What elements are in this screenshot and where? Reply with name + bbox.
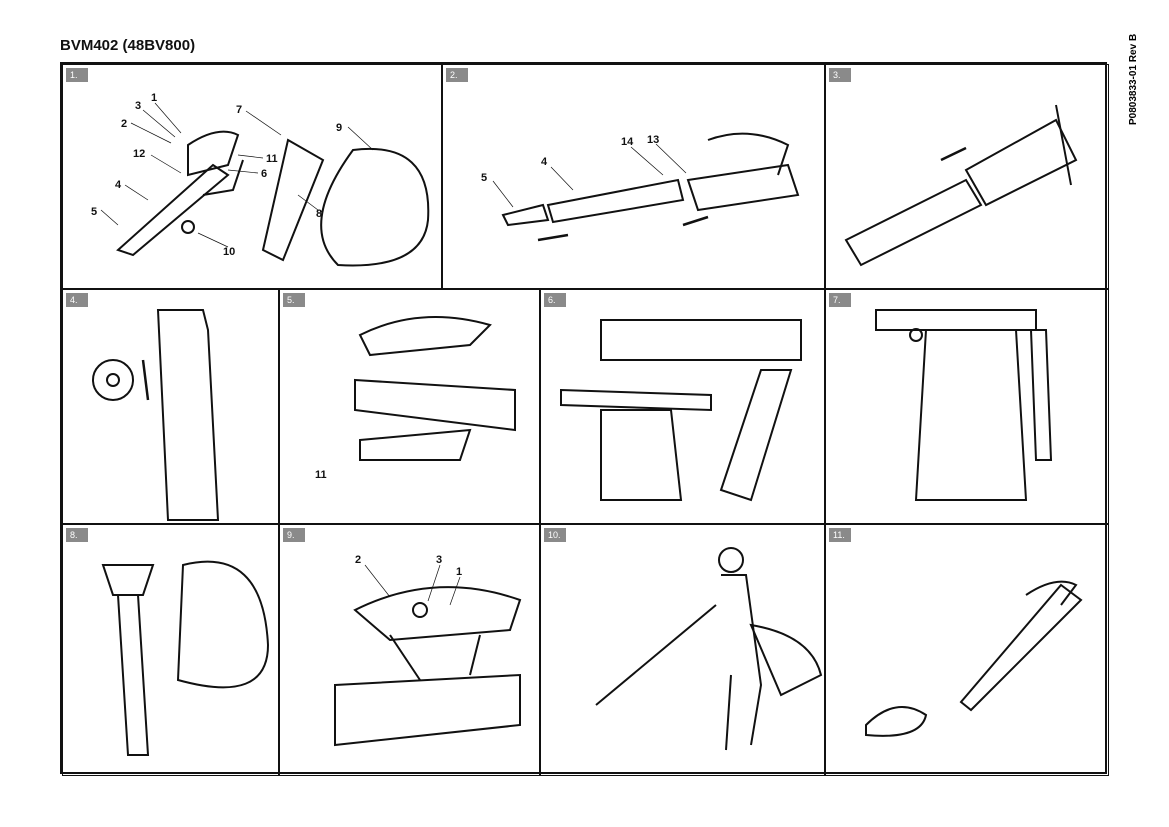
panel-9: 9. 2 3 1 — [279, 524, 540, 776]
callout-2: 2 — [355, 554, 361, 566]
tube-lock-illustration — [875, 309, 1053, 501]
panel-6: 6. — [540, 289, 825, 524]
panel-label: 5. — [283, 293, 305, 307]
document-code: P0803833-01 Rev B — [1128, 33, 1139, 125]
callout-14: 14 — [621, 136, 634, 148]
bag-illustration — [92, 309, 220, 521]
tube-connect-illustration — [844, 104, 1078, 267]
callout-7: 7 — [236, 104, 242, 116]
panel-label: 10. — [544, 528, 566, 542]
panel-label: 4. — [66, 293, 88, 307]
panel-2: 2. 14 13 4 5 — [442, 64, 825, 289]
callout-1: 1 — [456, 566, 462, 578]
callout-3: 3 — [135, 100, 141, 112]
callout-13: 13 — [647, 134, 659, 146]
callout-6: 6 — [261, 168, 267, 180]
vacuum-tube-illustration — [560, 319, 802, 502]
panel-label: 7. — [829, 293, 851, 307]
callout-11: 11 — [315, 469, 327, 481]
blowing-leaves-illustration — [865, 580, 1083, 737]
panel-label: 1. — [66, 68, 88, 82]
callout-12: 12 — [133, 148, 145, 160]
callout-2: 2 — [121, 118, 127, 130]
callout-11: 11 — [266, 153, 278, 165]
tube-assembly-illustration: 14 13 4 5 — [481, 132, 800, 242]
panel-label: 3. — [829, 68, 851, 82]
bag-attach-illustration — [101, 560, 270, 756]
callout-5: 5 — [91, 206, 97, 218]
panel-label: 6. — [544, 293, 566, 307]
parts-overview-illustration: 1 3 2 12 4 5 7 11 6 9 8 10 — [91, 92, 430, 267]
callout-1: 1 — [151, 92, 157, 104]
panel-label: 8. — [66, 528, 88, 542]
callout-9: 9 — [336, 122, 342, 134]
switch-controls-illustration: 2 3 1 — [334, 554, 522, 747]
panel-5: 5. 11 — [279, 289, 540, 524]
page-title: BVM402 (48BV800) — [60, 37, 196, 54]
operator-vacuum-illustration — [595, 547, 823, 751]
illustration-grid: 1. 1 3 2 12 4 5 7 11 6 9 8 10 2. 14 13 4… — [60, 62, 1109, 776]
panel-4: 4. — [62, 289, 279, 524]
panel-1: 1. 1 3 2 12 4 5 7 11 6 9 8 10 — [62, 64, 442, 289]
callout-4: 4 — [541, 156, 548, 168]
callout-10: 10 — [223, 246, 235, 258]
panel-label: 2. — [446, 68, 468, 82]
latch-illustration: 11 — [315, 316, 516, 481]
panel-8: 8. — [62, 524, 279, 776]
callout-8: 8 — [316, 208, 322, 220]
callout-5: 5 — [481, 172, 487, 184]
callout-4: 4 — [115, 179, 122, 191]
panel-label: 11. — [829, 528, 851, 542]
panel-7: 7. — [825, 289, 1109, 524]
callout-3: 3 — [436, 554, 442, 566]
panel-3: 3. — [825, 64, 1109, 289]
panel-10: 10. — [540, 524, 825, 776]
panel-label: 9. — [283, 528, 305, 542]
panel-11: 11. — [825, 524, 1109, 776]
